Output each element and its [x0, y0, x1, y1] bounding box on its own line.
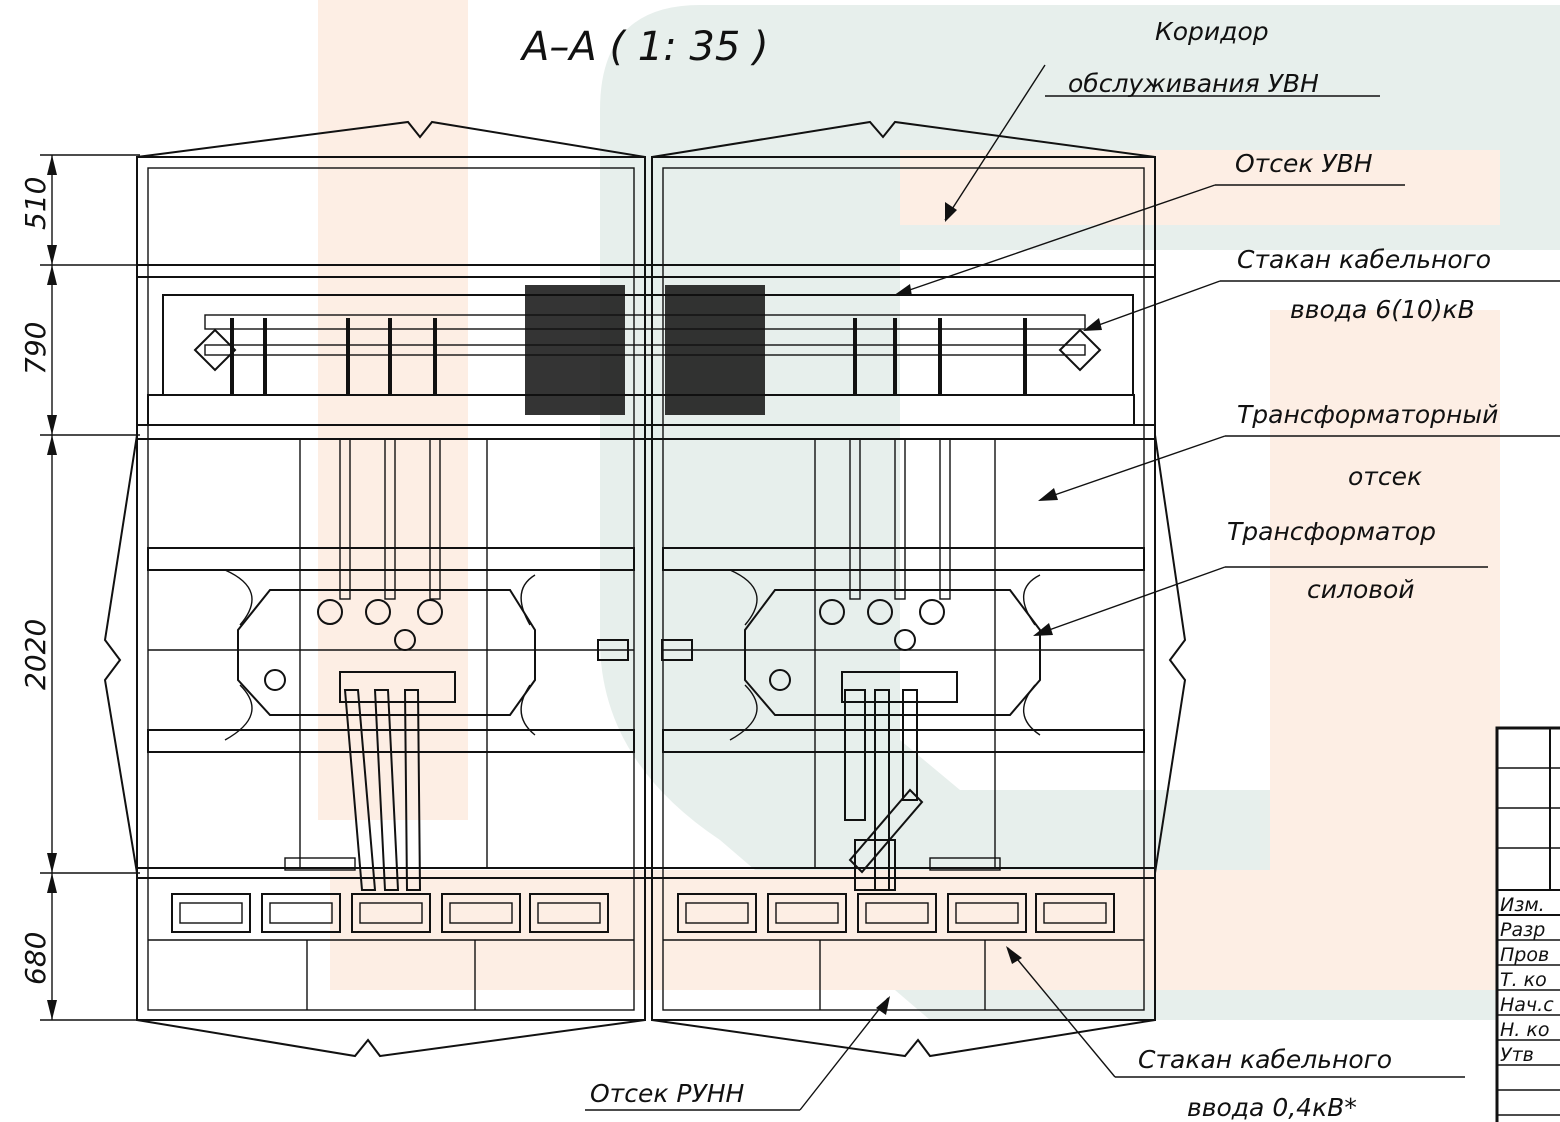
watermark-logo: [318, 0, 1560, 1020]
tb-nkontr: Н. ко: [1500, 1019, 1549, 1041]
dim-510: 510: [19, 177, 52, 230]
transformer-right: [661, 569, 1041, 891]
dimension-chain: [40, 154, 140, 1021]
dim-2020: 2020: [19, 619, 52, 690]
dim-680: 680: [19, 932, 52, 985]
title-block: [1495, 726, 1560, 1122]
dim-790: 790: [19, 322, 52, 375]
lv-cable-glands: [171, 893, 1115, 933]
label-cable6-1: Стакан кабельного: [1237, 245, 1491, 274]
label-trafo-1: Трансформатор: [1227, 517, 1436, 546]
label-uvn: Отсек УВН: [1235, 149, 1373, 178]
transformer-left: [224, 569, 629, 891]
label-trafo-2: силовой: [1307, 575, 1415, 604]
substation-housing: [103, 120, 1187, 1058]
label-trafo-comp-1: Трансформаторный: [1237, 400, 1498, 429]
view-title: А–А ( 1: 35 ): [519, 24, 769, 70]
tb-prov: Пров: [1500, 944, 1549, 966]
tb-nach: Нач.с: [1500, 994, 1554, 1016]
label-cable04-2: ввода 0,4кВ*: [1187, 1093, 1357, 1122]
tb-utv: Утв: [1500, 1044, 1534, 1066]
label-cable6-2: ввода 6(10)кВ: [1290, 295, 1475, 324]
label-corridor-1: Коридор: [1155, 17, 1269, 46]
tb-izm: Изм.: [1500, 894, 1545, 916]
leader-lines: [585, 64, 1560, 1111]
label-corridor-2: обслуживания УВН: [1068, 69, 1319, 98]
label-trafo-comp-2: отсек: [1348, 462, 1422, 491]
tb-tkontr: Т. ко: [1500, 969, 1547, 991]
label-runn: Отсек РУНН: [590, 1079, 745, 1108]
tb-razr: Разр: [1500, 919, 1545, 941]
label-cable04-1: Стакан кабельного: [1138, 1045, 1392, 1074]
